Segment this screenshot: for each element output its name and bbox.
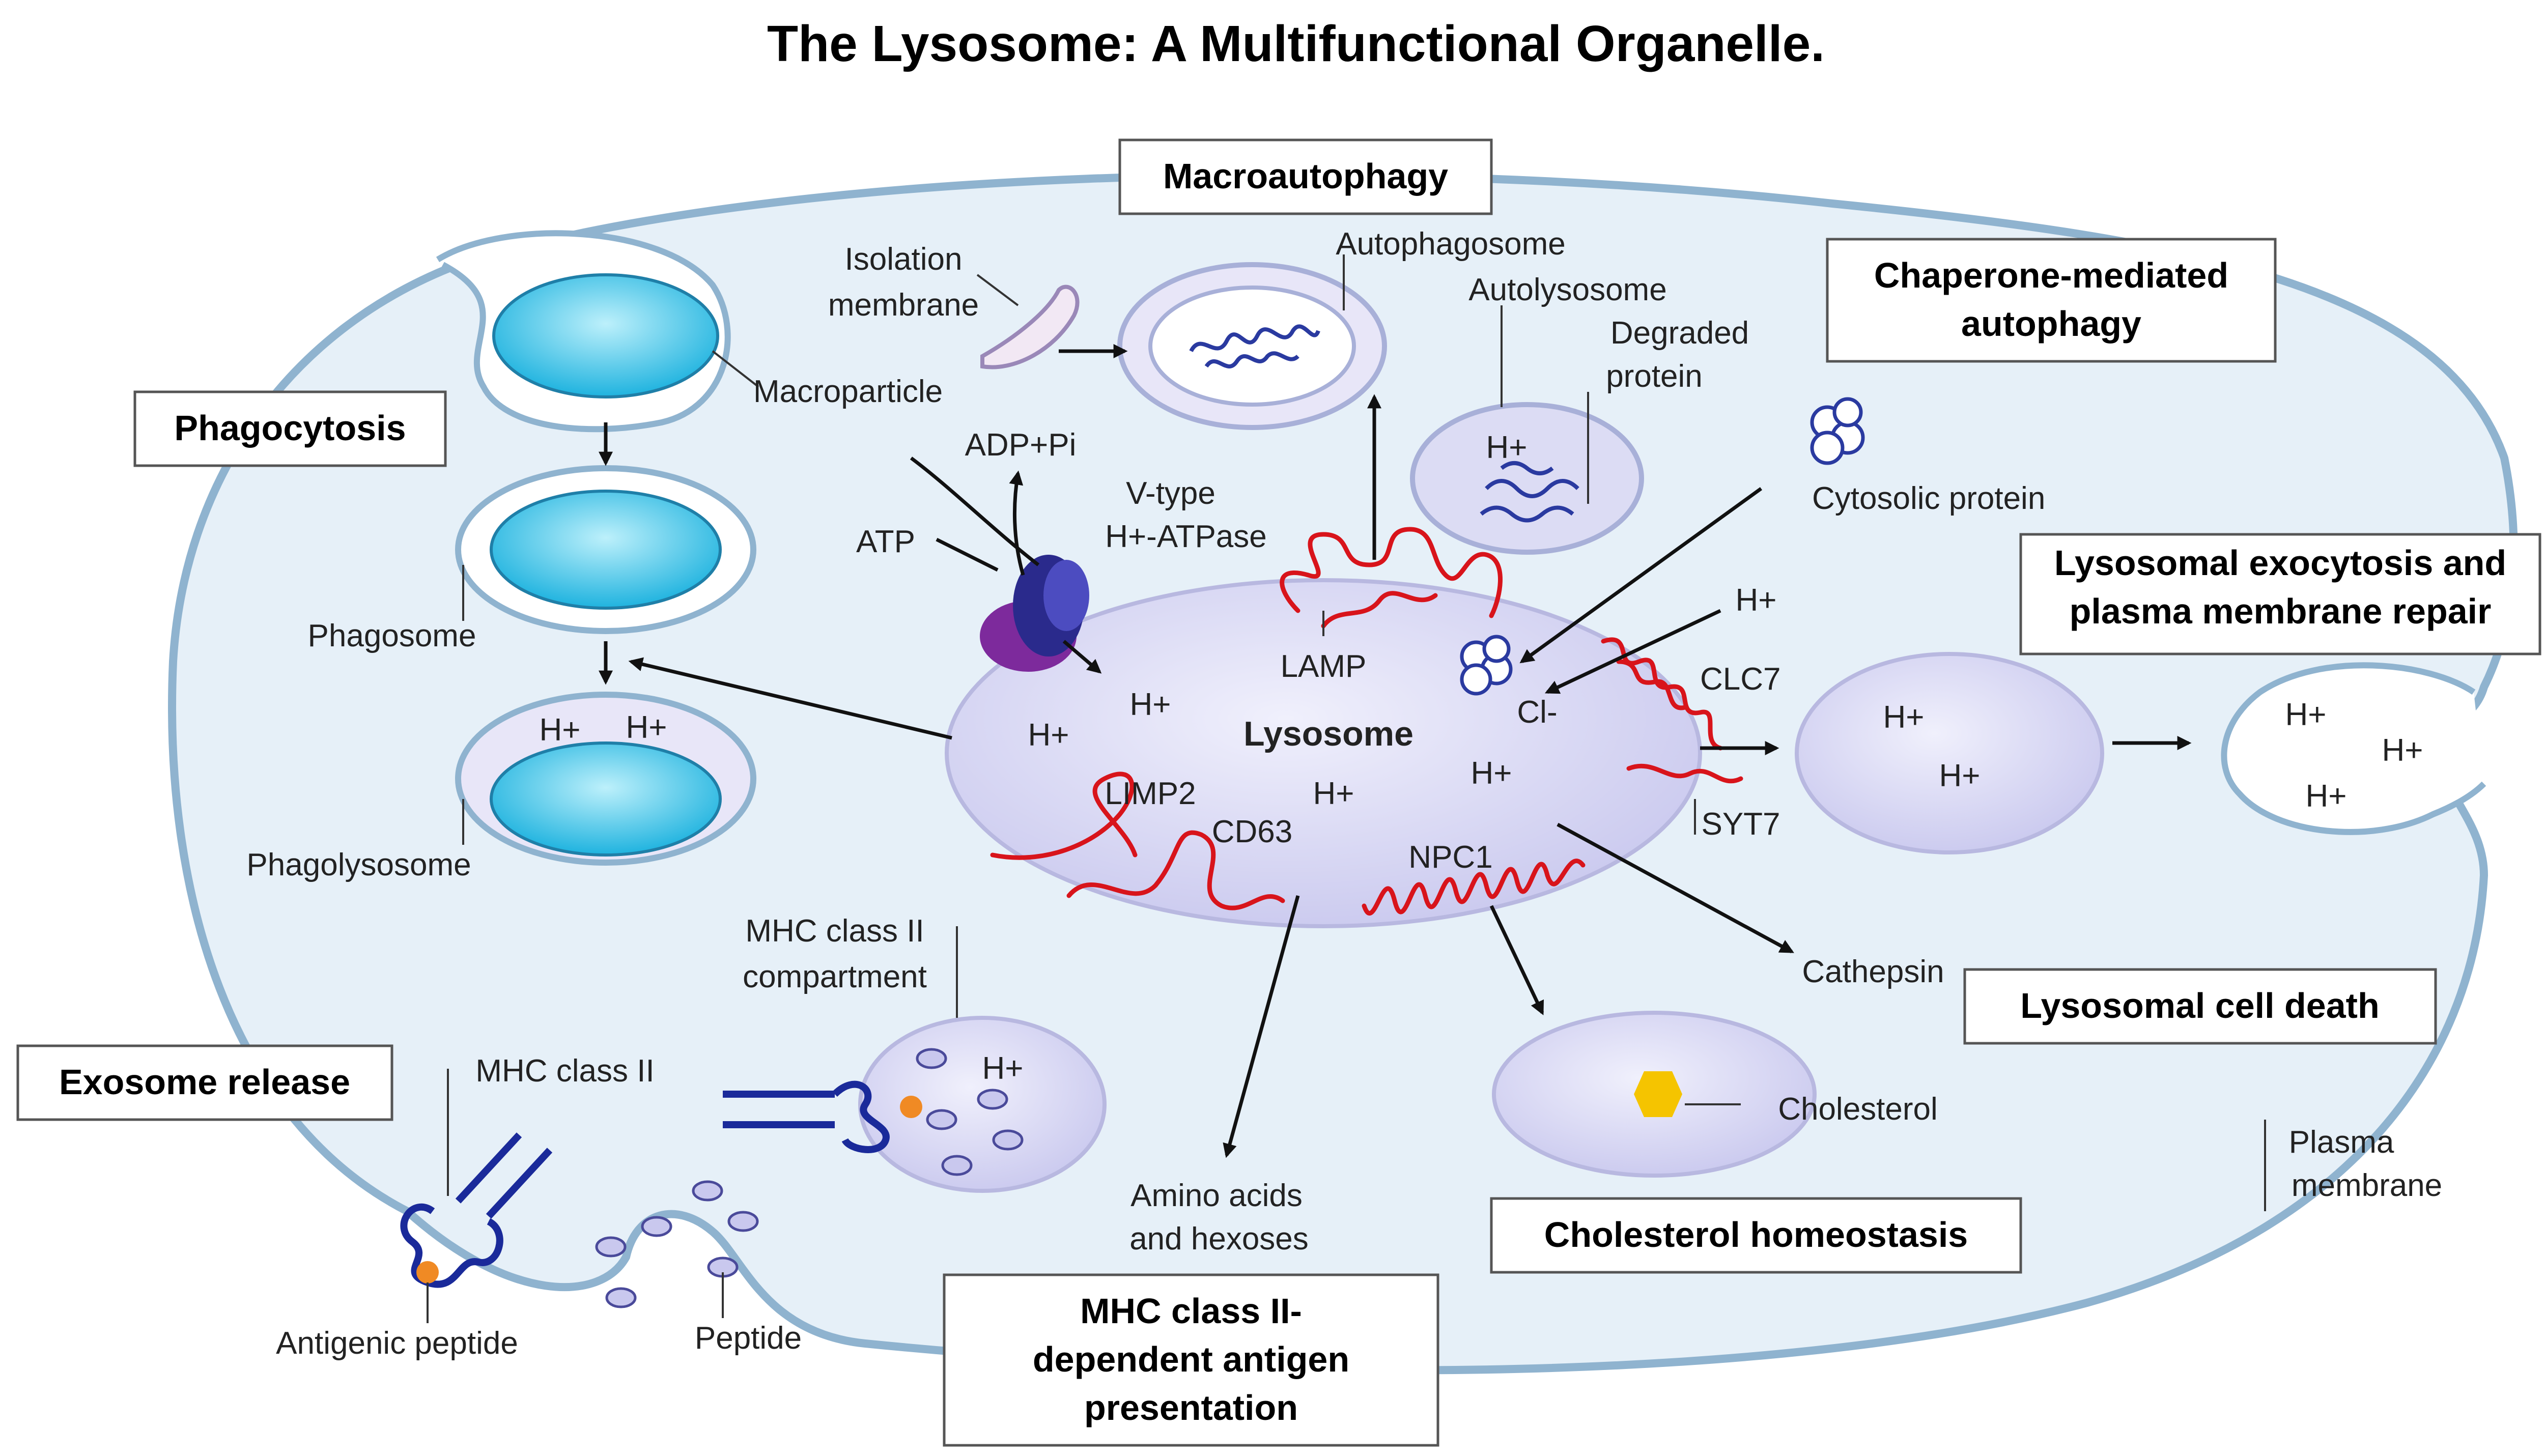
v-type-atpase-icon [980, 555, 1089, 672]
label-amino-line1: Amino acids [1130, 1178, 1303, 1213]
box-exosome-label: Exosome release [59, 1062, 350, 1102]
hplus-label: H+ [1736, 583, 1777, 618]
box-chaperone-line2: autophagy [1961, 304, 2141, 344]
label-mhc-class2: MHC class II [475, 1053, 654, 1089]
hplus-label: H+ [1313, 776, 1354, 811]
box-exocytosis [2019, 533, 2541, 655]
box-cholesterol-homeostasis [1490, 1197, 2022, 1274]
hplus-label: H+ [1130, 687, 1171, 722]
autolysosome-shape [1410, 402, 1644, 555]
macroparticle-shape [492, 273, 719, 398]
label-vtype-line1: V-type [1126, 476, 1215, 511]
hplus-label: H+ [1939, 758, 1981, 793]
limp2-protein [990, 772, 1138, 860]
hplus-label: H+ [540, 712, 581, 748]
hplus-label: H+ [982, 1051, 1024, 1086]
label-amino-line2: and hexoses [1129, 1221, 1309, 1257]
label-cytosolic: Cytosolic protein [1812, 481, 2045, 516]
proton-labels: H+ H+ H+ H+ H+ H+ H+ H+ H+ H+ H+ H+ H+ H… [540, 430, 2423, 1086]
phagolysosome-particle [490, 741, 722, 857]
npc1-protein [1362, 859, 1586, 916]
cd63-protein [1066, 830, 1285, 910]
cytosolic-protein-icon [1810, 397, 1865, 465]
pathway-arrows [599, 344, 2192, 1158]
autophagosome-inner [1148, 286, 1356, 407]
label-plasma-line2: membrane [2292, 1168, 2442, 1203]
box-exocytosis-line1: Lysosomal exocytosis and [2054, 543, 2506, 583]
hplus-label: H+ [1486, 430, 1528, 465]
antigenic-peptide-icon [416, 1261, 439, 1283]
label-cd63: CD63 [1212, 814, 1293, 849]
fusing-lysosome-shape [2221, 662, 2486, 835]
secretory-lysosome-shape [1795, 652, 2104, 854]
phagosome-particle [490, 490, 722, 610]
isolation-membrane-shape [980, 284, 1080, 369]
label-phagosome: Phagosome [308, 618, 476, 653]
hplus-label: H+ [1028, 718, 1069, 753]
box-cell-death [1963, 968, 2437, 1045]
label-plasma-line1: Plasma [2289, 1125, 2394, 1160]
label-limp2: LIMP2 [1105, 776, 1196, 811]
hplus-label: H+ [2382, 733, 2423, 768]
label-cholesterol: Cholesterol [1778, 1092, 1938, 1127]
label-isolation-line2: membrane [828, 288, 979, 323]
box-mhc-line2: dependent antigen [1033, 1339, 1349, 1379]
mhc-class2-in-compartment-icon [723, 1080, 890, 1153]
box-macroautophagy-label: Macroautophagy [1163, 156, 1448, 196]
box-phagocytosis-label: Phagocytosis [174, 408, 406, 448]
label-degraded-line1: Degraded [1610, 316, 1749, 351]
cholesterol-hexagon-icon [1634, 1071, 1682, 1117]
label-clc7: CLC7 [1700, 662, 1781, 697]
hplus-label: H+ [626, 710, 667, 745]
box-chaperone-line1: Chaperone-mediated [1874, 255, 2228, 295]
label-autolysosome: Autolysosome [1468, 272, 1666, 307]
hplus-label: H+ [1883, 700, 1925, 735]
mhc-compartment-vesicles [916, 1048, 1024, 1176]
bound-protein-icon [1460, 635, 1513, 696]
label-antigenic: Antigenic peptide [276, 1326, 518, 1361]
lamp-protein [1280, 527, 1503, 629]
label-degraded-line2: protein [1606, 359, 1703, 394]
label-macroparticle: Macroparticle [753, 374, 943, 409]
box-chaperone [1826, 238, 2277, 363]
box-phagocytosis [133, 390, 447, 467]
box-cell-death-label: Lysosomal cell death [2020, 986, 2379, 1025]
label-adp: ADP+Pi [965, 427, 1077, 463]
hplus-label: H+ [2306, 779, 2347, 814]
label-isolation-line1: Isolation [845, 242, 963, 277]
label-autophagosome: Autophagosome [1336, 226, 1566, 262]
label-cl: Cl- [1517, 695, 1557, 730]
clc7-protein [1601, 637, 1723, 751]
box-mhc-line1: MHC class II- [1080, 1291, 1302, 1331]
box-cholesterol-homeostasis-label: Cholesterol homeostasis [1544, 1215, 1968, 1254]
label-phagolysosome: Phagolysosome [246, 847, 471, 882]
label-syt7: SYT7 [1701, 807, 1780, 842]
label-lamp: LAMP [1281, 649, 1367, 684]
leader-lines [427, 254, 2266, 1323]
degraded-protein-squiggles [1480, 461, 1579, 523]
label-vtype-line2: H+-ATPase [1105, 519, 1267, 554]
label-atp: ATP [856, 524, 915, 559]
label-npc1: NPC1 [1408, 840, 1492, 875]
label-cathepsin: Cathepsin [1802, 954, 1944, 989]
box-exosome [16, 1044, 393, 1121]
compartment-peptide-icon [900, 1096, 922, 1118]
hplus-label: H+ [2285, 697, 2327, 732]
label-mhc-comp-line1: MHC class II [745, 913, 924, 949]
syt7-protein [1626, 763, 1743, 784]
label-mhc-comp-line2: compartment [743, 959, 927, 994]
diagram-title: The Lysosome: A Multifunctional Organell… [767, 15, 1825, 72]
autophagosome-cargo [1189, 324, 1320, 368]
box-mhc-line3: presentation [1084, 1388, 1298, 1428]
label-lysosome: Lysosome [1243, 715, 1413, 753]
box-macroautophagy [1118, 138, 1493, 215]
label-peptide: Peptide [695, 1321, 802, 1356]
box-exocytosis-line2: plasma membrane repair [2070, 591, 2492, 631]
hplus-label: H+ [1471, 756, 1512, 791]
box-mhc-presentation [943, 1273, 1439, 1447]
